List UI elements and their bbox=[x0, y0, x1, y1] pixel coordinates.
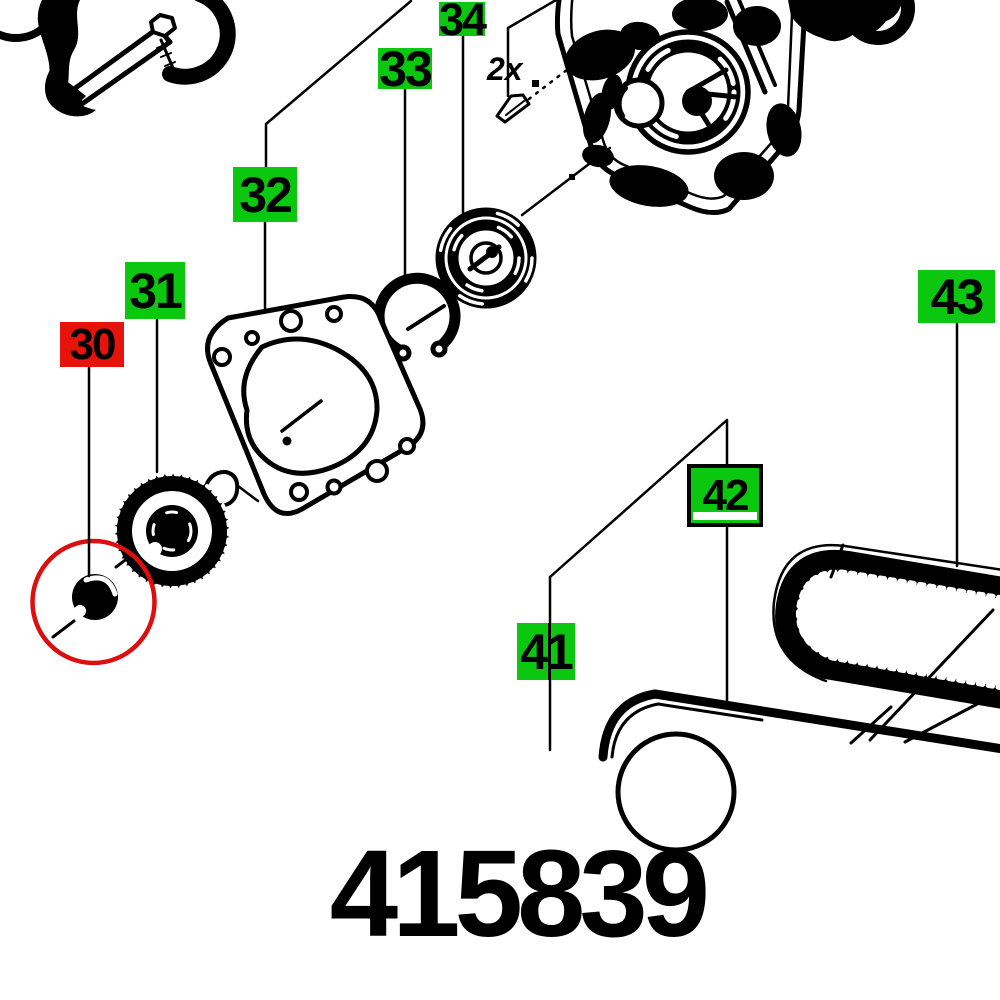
highlight-circle bbox=[30, 538, 157, 666]
callout-41-label: 41 bbox=[520, 623, 574, 680]
callout-30[interactable]: 30 bbox=[60, 322, 124, 367]
drive-belt-drawing bbox=[772, 543, 1000, 744]
tool-housing-drawing bbox=[598, 689, 1000, 853]
callout-42-strip bbox=[693, 512, 757, 520]
ball-detent-drawing bbox=[51, 550, 138, 639]
callout-31-label: 31 bbox=[129, 262, 183, 319]
leader-line-32 bbox=[263, 0, 413, 314]
callout-33-label: 33 bbox=[379, 40, 433, 97]
leader-line-42 bbox=[548, 418, 729, 706]
callout-32[interactable]: 32 bbox=[233, 167, 297, 222]
callout-30-label: 30 bbox=[69, 319, 117, 369]
callout-32-label: 32 bbox=[239, 166, 293, 223]
callout-42[interactable]: 42 bbox=[687, 464, 763, 527]
callout-43[interactable]: 43 bbox=[918, 270, 995, 323]
motor-fragment-drawing bbox=[788, 0, 915, 45]
gasket-drawing bbox=[205, 293, 426, 516]
pin-2x-drawing bbox=[495, 0, 612, 217]
callout-31[interactable]: 31 bbox=[125, 262, 185, 319]
callout-43-label: 43 bbox=[930, 268, 985, 325]
ball-bearing-drawing bbox=[435, 207, 537, 309]
callout-41[interactable]: 41 bbox=[517, 623, 575, 680]
callout-34-label: 34 bbox=[438, 0, 487, 45]
quantity-note: 2x bbox=[487, 51, 523, 87]
gear-pulley-drawing bbox=[113, 469, 240, 590]
callout-42-label: 42 bbox=[702, 470, 750, 520]
leader-line-41-through bbox=[548, 623, 551, 680]
callout-34[interactable]: 34 bbox=[439, 0, 487, 42]
gear-housing-drawing bbox=[554, 0, 808, 215]
armature-fragment-drawing bbox=[0, 0, 236, 117]
part-number: 415839 bbox=[329, 826, 710, 963]
callout-33[interactable]: 33 bbox=[378, 44, 433, 94]
